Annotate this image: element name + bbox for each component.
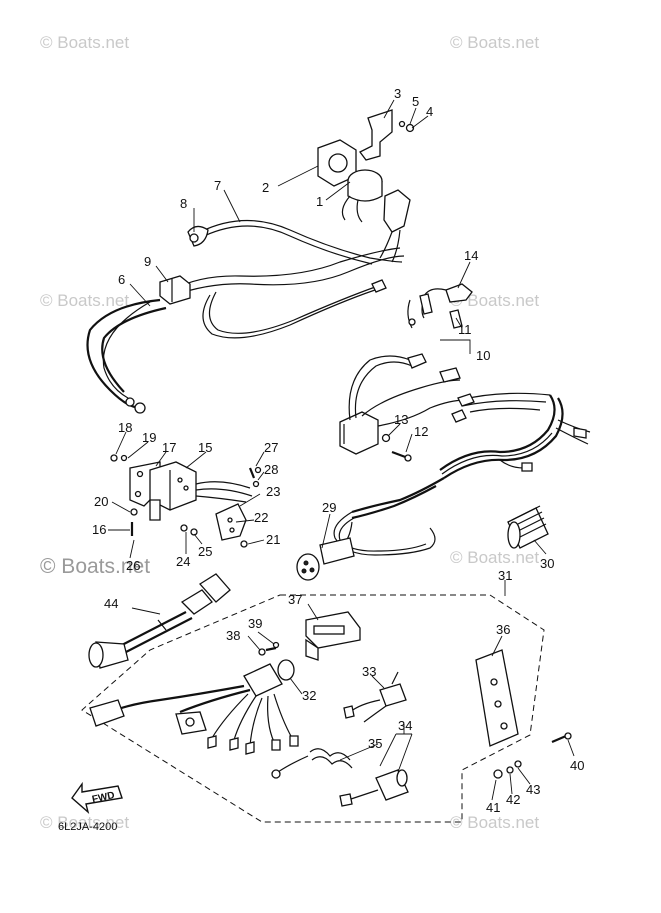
callout-label: 21 (266, 532, 280, 547)
callout-label: 44 (104, 596, 118, 611)
callout-label: 36 (496, 622, 510, 637)
callout-label: 15 (198, 440, 212, 455)
watermark: © Boats.net (40, 813, 129, 832)
callout-label: 29 (322, 500, 336, 515)
watermark: © Boats.net (450, 813, 539, 832)
main-wire-harness-part (351, 392, 591, 520)
small-screws (110, 454, 262, 548)
relay-bracket-part (359, 109, 415, 161)
forward-arrow-icon: FWD (71, 781, 123, 814)
callout-label: 31 (498, 568, 512, 583)
plate-part (215, 503, 247, 541)
connector-bracket-part (305, 611, 361, 661)
callout-label: 12 (414, 424, 428, 439)
callout-label: 10 (476, 348, 490, 363)
callout-label: 24 (176, 554, 190, 569)
battery-cable-part (86, 247, 405, 414)
diagram-code: 6L2JA-4200 (58, 821, 117, 833)
callout-label: 6 (118, 272, 125, 287)
callout-label: 33 (362, 664, 376, 679)
callout-label: 38 (226, 628, 240, 643)
ring-terminal-part (187, 225, 209, 247)
callout-label: 5 (412, 94, 419, 109)
rubber-grommet-part (507, 505, 549, 549)
callout-label: 41 (486, 800, 500, 815)
callout-label: 34 (398, 718, 412, 733)
callout-label: 20 (94, 494, 108, 509)
callout-label: 26 (126, 558, 140, 573)
callout-label: 43 (526, 782, 540, 797)
toggle-switch-part (343, 671, 407, 723)
callout-label: 27 (264, 440, 278, 455)
callout-label: 4 (426, 104, 433, 119)
relay-holder-part (317, 139, 357, 187)
fwd-label: FWD (91, 790, 116, 805)
stop-switch-part (339, 769, 409, 807)
watermark: © Boats.net (40, 555, 150, 578)
callout-label: 2 (262, 180, 269, 195)
callout-label: 23 (266, 484, 280, 499)
callout-label: 11 (458, 322, 472, 337)
callout-label: 35 (368, 736, 382, 751)
watermark: © Boats.net (450, 291, 539, 310)
switch-harness-part (89, 659, 299, 755)
harness-connector-part (296, 511, 436, 581)
watermark: © Boats.net (40, 33, 129, 52)
callout-label: 8 (180, 196, 187, 211)
leader-lines (108, 99, 575, 801)
rectifier-regulator-part (339, 353, 467, 455)
lanyard-part (271, 748, 353, 779)
callout-label: 3 (394, 86, 401, 101)
kit-boundary (81, 594, 545, 823)
fuse-holder-part (407, 283, 473, 329)
callout-label: 42 (506, 792, 520, 807)
callout-label: 18 (118, 420, 132, 435)
extension-cable-part (88, 573, 231, 669)
callout-label: 28 (264, 462, 278, 477)
starter-relay-part (341, 169, 411, 263)
callout-label: 40 (570, 758, 584, 773)
callout-label: 1 (316, 194, 323, 209)
callout-label: 25 (198, 544, 212, 559)
callout-label: 22 (254, 510, 268, 525)
callout-label: 37 (288, 592, 302, 607)
screw-part (258, 641, 280, 656)
callout-label: 9 (144, 254, 151, 269)
callout-label: 13 (394, 412, 408, 427)
callout-label: 14 (464, 248, 478, 263)
switch-panel-part (475, 649, 519, 747)
callout-label: 39 (248, 616, 262, 631)
callout-label: 7 (214, 178, 221, 193)
watermark: © Boats.net (40, 291, 129, 310)
switch-lead-part (195, 481, 253, 503)
callout-label: 17 (162, 440, 176, 455)
panel-fasteners (493, 732, 572, 779)
switch-body-part (149, 461, 197, 521)
cable-grommet-part (159, 275, 191, 305)
callout-labels: 1 2 3 4 5 6 7 8 9 10 11 12 13 14 15 16 1… (92, 86, 584, 815)
callout-label: 30 (540, 556, 554, 571)
watermark: © Boats.net (450, 548, 539, 567)
bolt-part (391, 450, 412, 462)
wire-lead-part (199, 219, 403, 263)
callout-label: 16 (92, 522, 106, 537)
washer-part (381, 433, 391, 443)
watermark: © Boats.net (450, 33, 539, 52)
watermarks: © Boats.net © Boats.net © Boats.net © Bo… (40, 33, 539, 832)
callout-label: 32 (302, 688, 316, 703)
callout-label: 19 (142, 430, 156, 445)
